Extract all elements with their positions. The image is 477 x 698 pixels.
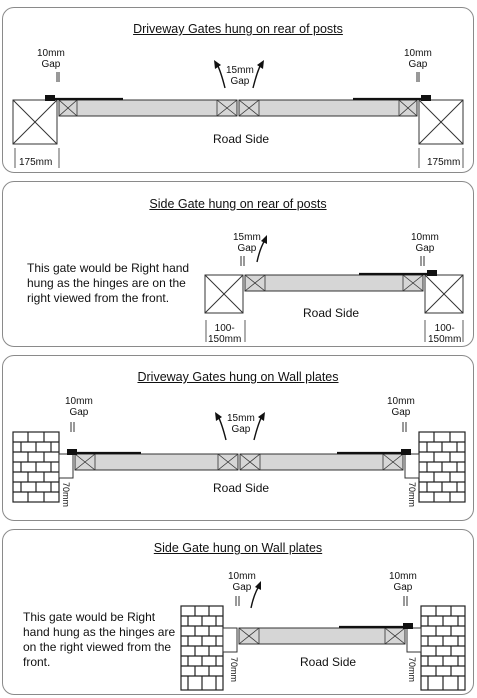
gate-leaf-right <box>239 453 404 471</box>
post-width-left: 175mm <box>19 157 53 168</box>
gap-label-left: 15mm Gap <box>233 232 261 254</box>
panel-driveway-rear-posts: Driveway Gates hung on rear of posts 10m… <box>2 7 474 173</box>
gate-diagram <box>204 235 464 342</box>
gap-label-left: 10mm Gap <box>228 571 256 593</box>
gap-label-right: 10mm Gap <box>411 232 439 254</box>
post-left <box>12 99 58 145</box>
post-right <box>418 99 464 145</box>
gap-label-right: 10mm Gap <box>404 48 432 70</box>
handing-note: This gate would be Right hand hung as th… <box>27 261 190 305</box>
brick-wall-left <box>180 605 224 691</box>
post-width-left: 100- 150mm <box>208 323 242 345</box>
gate-diagram <box>12 412 466 503</box>
wall-plate-right <box>404 453 420 479</box>
wall-plate-left <box>222 627 238 653</box>
gate-leaf-right <box>238 99 418 117</box>
gap-label-center: 15mm Gap <box>227 413 255 435</box>
gap-label-left: 10mm Gap <box>37 48 65 70</box>
gate-leaf-left <box>58 99 238 117</box>
panel-title: Driveway Gates hung on rear of posts <box>133 22 343 36</box>
panel-title: Side Gate hung on Wall plates <box>153 541 323 555</box>
brick-wall-right <box>418 431 466 503</box>
panel-side-wall-plates: Side Gate hung on Wall plates This gate … <box>2 529 474 695</box>
gate-diagram <box>12 60 464 168</box>
brick-wall-left <box>12 431 60 503</box>
brick-wall-right <box>420 605 466 691</box>
panel-side-rear-posts: Side Gate hung on rear of posts This gat… <box>2 181 474 347</box>
wall-plate-right <box>406 627 422 653</box>
road-side-label: Road Side <box>300 655 357 669</box>
post-left <box>204 274 244 314</box>
gap-label-right: 10mm Gap <box>387 396 415 418</box>
road-side-label: Road Side <box>213 481 270 495</box>
gate-diagram <box>180 581 466 691</box>
gate-leaf <box>244 274 424 292</box>
handing-note: This gate would be Right hand hung as th… <box>23 610 176 669</box>
gap-label-right: 10mm Gap <box>389 571 417 593</box>
gate-leaf-left <box>74 453 239 471</box>
gate-leaf <box>238 627 406 645</box>
gap-label-left: 10mm Gap <box>65 396 93 418</box>
panel-driveway-wall-plates: Driveway Gates hung on Wall plates 10mm … <box>2 355 474 521</box>
road-side-label: Road Side <box>213 132 270 146</box>
road-side-label: Road Side <box>303 306 360 320</box>
gap-label-center: 15mm Gap <box>226 65 254 87</box>
post-width-right: 175mm <box>427 157 461 168</box>
post-right <box>424 274 464 314</box>
post-width-right: 100- 150mm <box>428 323 462 345</box>
panel-title: Driveway Gates hung on Wall plates <box>137 370 339 384</box>
panel-title: Side Gate hung on rear of posts <box>149 197 327 211</box>
wall-plate-left <box>58 453 74 479</box>
